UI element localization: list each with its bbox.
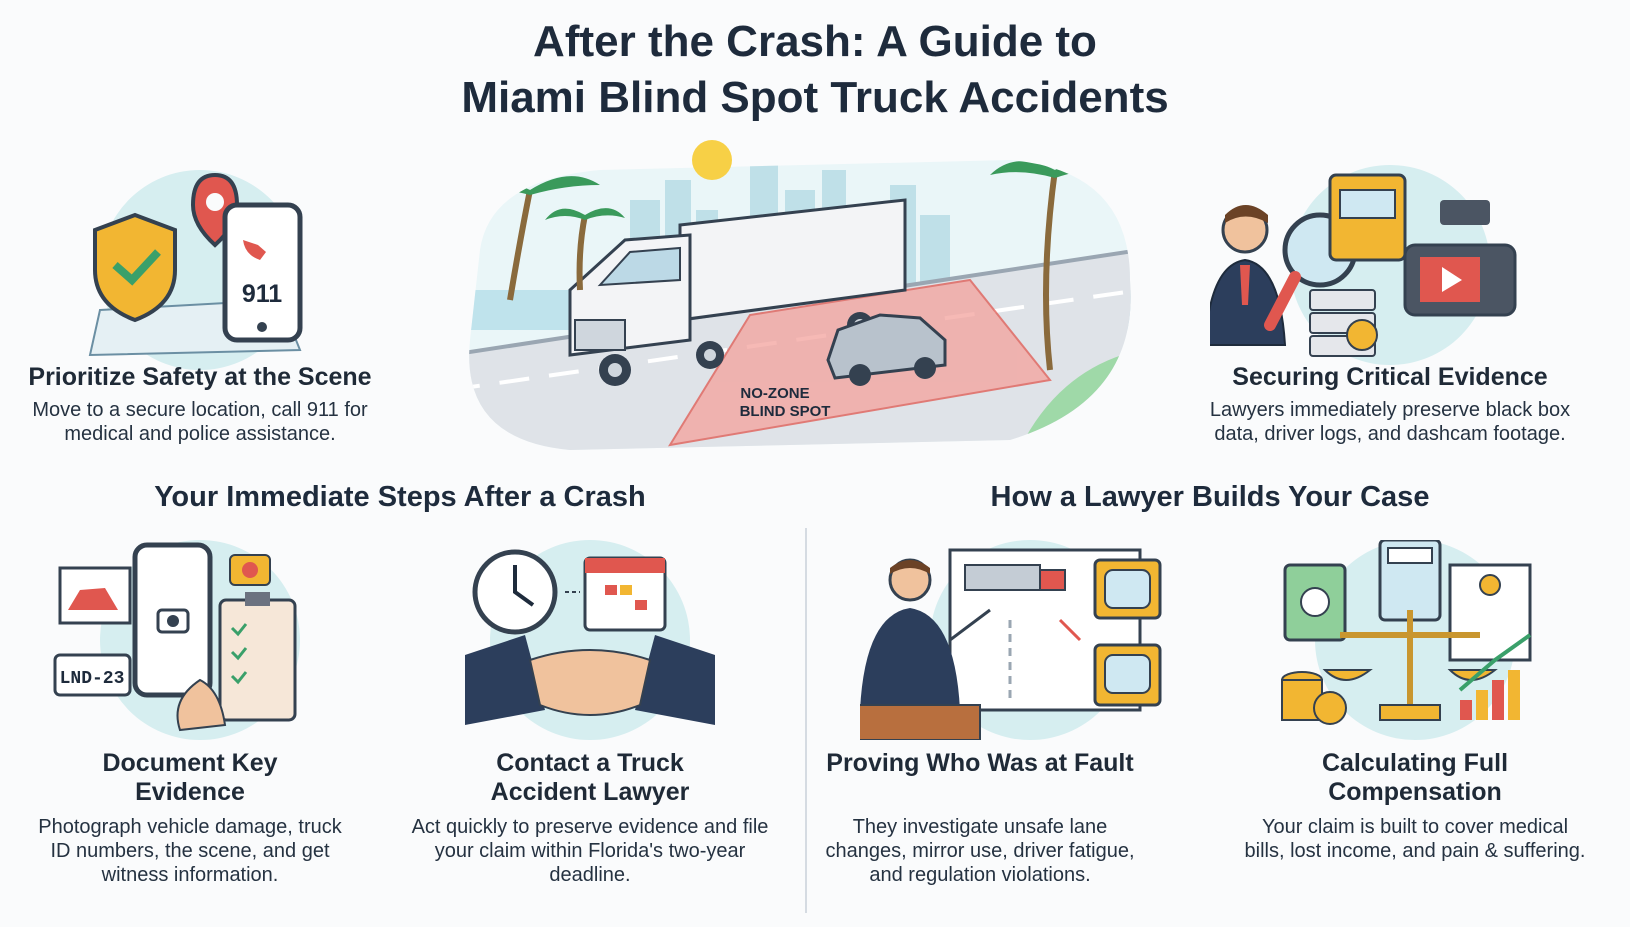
step-compensation-text-line-1: Your claim is built to cover medical [1261,816,1569,838]
safety-title: Prioritize Safety at the Scene [28,363,372,391]
step-document-title: Document Key Evidence [40,749,340,807]
evidence-text-line-2: data, driver logs, and dashcam footage. [1214,423,1566,445]
phone-camera-icon [132,542,213,698]
section-divider [805,528,807,913]
phone-911-label: 911 [242,280,282,308]
compensation-illustration [1280,540,1550,740]
clock-icon [472,549,558,635]
step-document-text-line-3: witness information. [101,864,279,886]
evidence-text: Lawyers immediately preserve black box d… [1190,398,1590,446]
step-contact-text-line-1: Act quickly to preserve evidence and fil… [411,816,769,838]
evidence-illustration [1210,165,1570,370]
scales-icon [1322,610,1498,721]
mirror-icon [1093,558,1162,707]
step-fault-text-line-2: changes, mirror use, driver fatigue, [825,840,1135,862]
camera-icon [229,554,271,586]
evidence-text-line-1: Lawyers immediately preserve black box [1209,399,1571,421]
title-line-2: Miami Blind Spot Truck Accidents [461,73,1169,122]
bar-chart-icon [1458,633,1532,720]
step-document-title-line-2: Evidence [135,778,245,806]
step-document-text-line-1: Photograph vehicle damage, truck [38,816,342,838]
blind-zone-label-1: NO-ZONE [740,385,809,402]
step-contact-title-line-2: Accident Lawyer [490,778,690,806]
safety-text-line-2: medical and police assistance. [64,423,336,445]
evidence-title: Securing Critical Evidence [1232,363,1548,391]
license-plate-icon: LND-23 [53,653,132,697]
page-title: After the Crash: A Guide to Miami Blind … [0,14,1630,126]
truck-icon [1328,173,1407,262]
step-compensation-text-line-2: bills, lost income, and pain & suffering… [1244,840,1586,862]
section-lawyer-case: How a Lawyer Builds Your Case [990,481,1430,513]
step-document-text-line-2: ID numbers, the scene, and get [50,840,330,862]
step-compensation-title: Calculating Full Compensation [1245,749,1585,807]
step-compensation-title-line-1: Calculating Full [1321,749,1509,777]
calculator-icon [1378,540,1442,622]
safety-text-line-1: Move to a secure location, call 911 for [32,399,368,421]
dashcam-icon [1403,200,1517,317]
step-contact-title-line-1: Contact a Truck [496,749,684,777]
step-contact-text-line-3: deadline. [549,864,631,886]
step-fault-text-line-3: and regulation violations. [869,864,1091,886]
person-icon [1210,205,1287,346]
calendar-icon [583,556,667,632]
handshake-icon [465,635,715,725]
step-compensation-text: Your claim is built to cover medical bil… [1215,815,1615,863]
fault-illustration [860,540,1180,740]
step-contact-text-line-2: your claim within Florida's two-year [434,840,746,862]
safety-illustration: 911 [80,160,320,370]
title-line-1: After the Crash: A Guide to [533,17,1097,66]
step-compensation-title-line-2: Compensation [1328,778,1502,806]
lawyer-icon [860,558,991,710]
shield-check-icon [93,212,177,323]
step-document-title-line-1: Document Key [102,749,278,777]
step-document-text: Photograph vehicle damage, truck ID numb… [30,815,350,887]
step-contact-text: Act quickly to preserve evidence and fil… [385,815,795,887]
clipboard-icon [218,592,297,722]
step-fault-text: They investigate unsafe lane changes, mi… [800,815,1160,887]
phone-icon: 911 [222,202,303,343]
contact-lawyer-illustration [465,540,715,740]
step-fault-title: Proving Who Was at Fault [826,749,1134,777]
money-icon [1283,563,1347,642]
document-evidence-illustration: LND-23 [50,540,340,740]
server-icon [1309,289,1378,357]
plate-text: LND-23 [60,669,125,689]
step-fault-text-line-1: They investigate unsafe lane [852,816,1108,838]
coins-icon [1281,671,1347,725]
step-contact-title: Contact a Truck Accident Lawyer [425,749,755,807]
safety-text: Move to a secure location, call 911 for … [0,398,400,446]
blind-zone-label-2: BLIND SPOT [740,403,831,420]
hero-illustration: NO-ZONE BLIND SPOT [450,140,1140,470]
section-immediate-steps: Your Immediate Steps After a Crash [154,481,646,513]
